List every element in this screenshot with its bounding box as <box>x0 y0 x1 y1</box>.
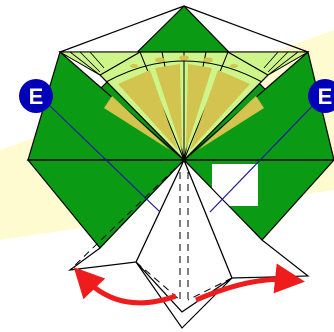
wing-lines <box>69 51 299 76</box>
curved-arrow-right <box>195 263 305 303</box>
callout-label-left: E <box>29 84 44 109</box>
dashed-fold-lines <box>69 159 233 301</box>
callout-line-left <box>47 103 161 213</box>
fan-inner-tan <box>104 55 264 150</box>
callout-label-right: E <box>318 84 333 109</box>
curved-arrow-left <box>73 267 177 306</box>
callout-line-right <box>209 95 323 213</box>
bottom-right-flap <box>183 159 310 279</box>
callout-badge-icon-left: E <box>19 79 53 113</box>
callout-badge-icon-right: E <box>308 79 334 113</box>
bottom-left-flap <box>67 159 185 271</box>
